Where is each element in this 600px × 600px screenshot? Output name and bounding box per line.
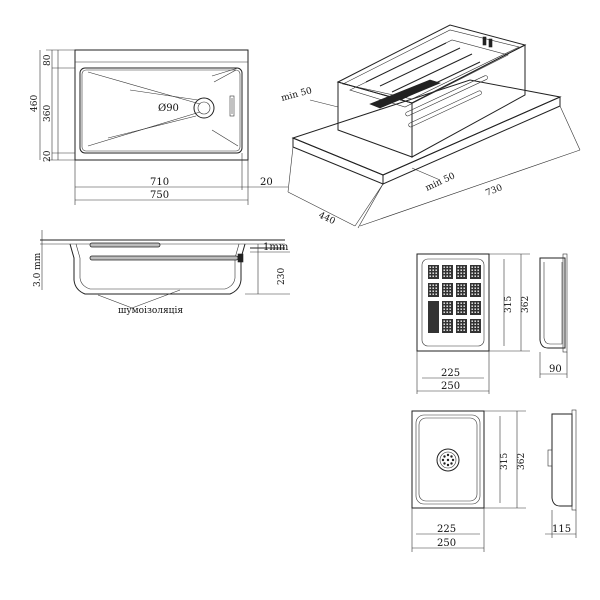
drain-holes [441, 453, 455, 467]
dim-440: 440 [317, 211, 337, 227]
dim-460: 460 [30, 95, 40, 112]
section-view: шумоізоляція 3.0 mm 1mm 230 [33, 230, 290, 316]
drain-diameter-label: Ø90 [158, 103, 179, 114]
dim-362: 362 [521, 296, 531, 313]
isometric-view: min 50 min 50 440 730 [280, 24, 581, 229]
drain-hole [446, 463, 450, 467]
overflow-icon [482, 36, 487, 46]
drain-hole [443, 462, 446, 465]
colander-outline [416, 253, 490, 352]
insulation-label: шумоізоляція [118, 306, 183, 316]
drain-icon [193, 97, 215, 119]
basin-outline [79, 67, 243, 154]
colander-hole-block [442, 319, 453, 333]
dim-360: 360 [43, 105, 53, 122]
sink-top-rim [336, 24, 527, 104]
dim-20-right: 20 [260, 177, 273, 188]
dim-710: 710 [150, 177, 169, 188]
colander-hole-block [428, 283, 439, 297]
sink-outer-outline [74, 49, 249, 161]
dim-250: 250 [441, 381, 460, 392]
dim-315: 315 [500, 453, 510, 470]
small-bowl-side [551, 413, 573, 507]
colander-hole-block [442, 283, 453, 297]
dim-1mm: 1mm [263, 242, 289, 253]
dim-min50-bottom: min 50 [424, 171, 457, 194]
basin-inner-outline [81, 69, 241, 152]
colander-hole-block [442, 265, 453, 279]
dim-750: 750 [150, 190, 169, 201]
small-bowl-outline [411, 410, 485, 509]
colander-view: 315 362 225 250 90 [416, 253, 568, 394]
small-bowl-view: 315 362 225 250 115 [411, 409, 577, 552]
drain-hole [441, 458, 445, 462]
dim-250: 250 [437, 538, 456, 549]
drain-hole [446, 458, 450, 462]
drain-hole [446, 453, 450, 457]
drain-hole [450, 462, 453, 465]
colander-hole-block [442, 301, 453, 315]
colander-rail [89, 255, 239, 261]
dim-315: 315 [504, 296, 514, 313]
dim-225: 225 [441, 368, 460, 379]
countertop [291, 79, 562, 176]
drain-hole [450, 455, 453, 458]
overflow-icon [229, 95, 235, 117]
dim-80: 80 [43, 54, 53, 66]
dim-min50-top: min 50 [280, 86, 313, 104]
dim-362: 362 [517, 453, 527, 470]
dim-730: 730 [484, 183, 504, 199]
colander-rail [89, 242, 161, 248]
drain-icon [436, 448, 460, 472]
plan-view: Ø90 80 360 20 460 710 750 20 [30, 49, 288, 205]
colander-hole-block [456, 301, 467, 315]
colander-hole-block [470, 301, 481, 315]
drain-hole [451, 458, 455, 462]
colander-side [539, 257, 566, 349]
colander-hole-block [456, 319, 467, 333]
bowl-section [69, 243, 246, 295]
drain-hole [443, 455, 446, 458]
colander-hole-block [428, 265, 439, 279]
colander-hole-block [470, 283, 481, 297]
colander-hole-block [470, 265, 481, 279]
dim-20-left: 20 [43, 150, 53, 162]
colander-holes [428, 265, 481, 333]
dim-90: 90 [549, 364, 562, 375]
dim-thickness: 3.0 mm [33, 252, 43, 287]
dim-115: 115 [552, 524, 571, 535]
slope-line [87, 71, 201, 105]
dim-225: 225 [437, 524, 456, 535]
colander-hole-block [470, 319, 481, 333]
colander-hole-block [428, 301, 439, 333]
colander-hole-block [456, 283, 467, 297]
dim-230: 230 [277, 268, 287, 285]
colander-hole-block [456, 265, 467, 279]
